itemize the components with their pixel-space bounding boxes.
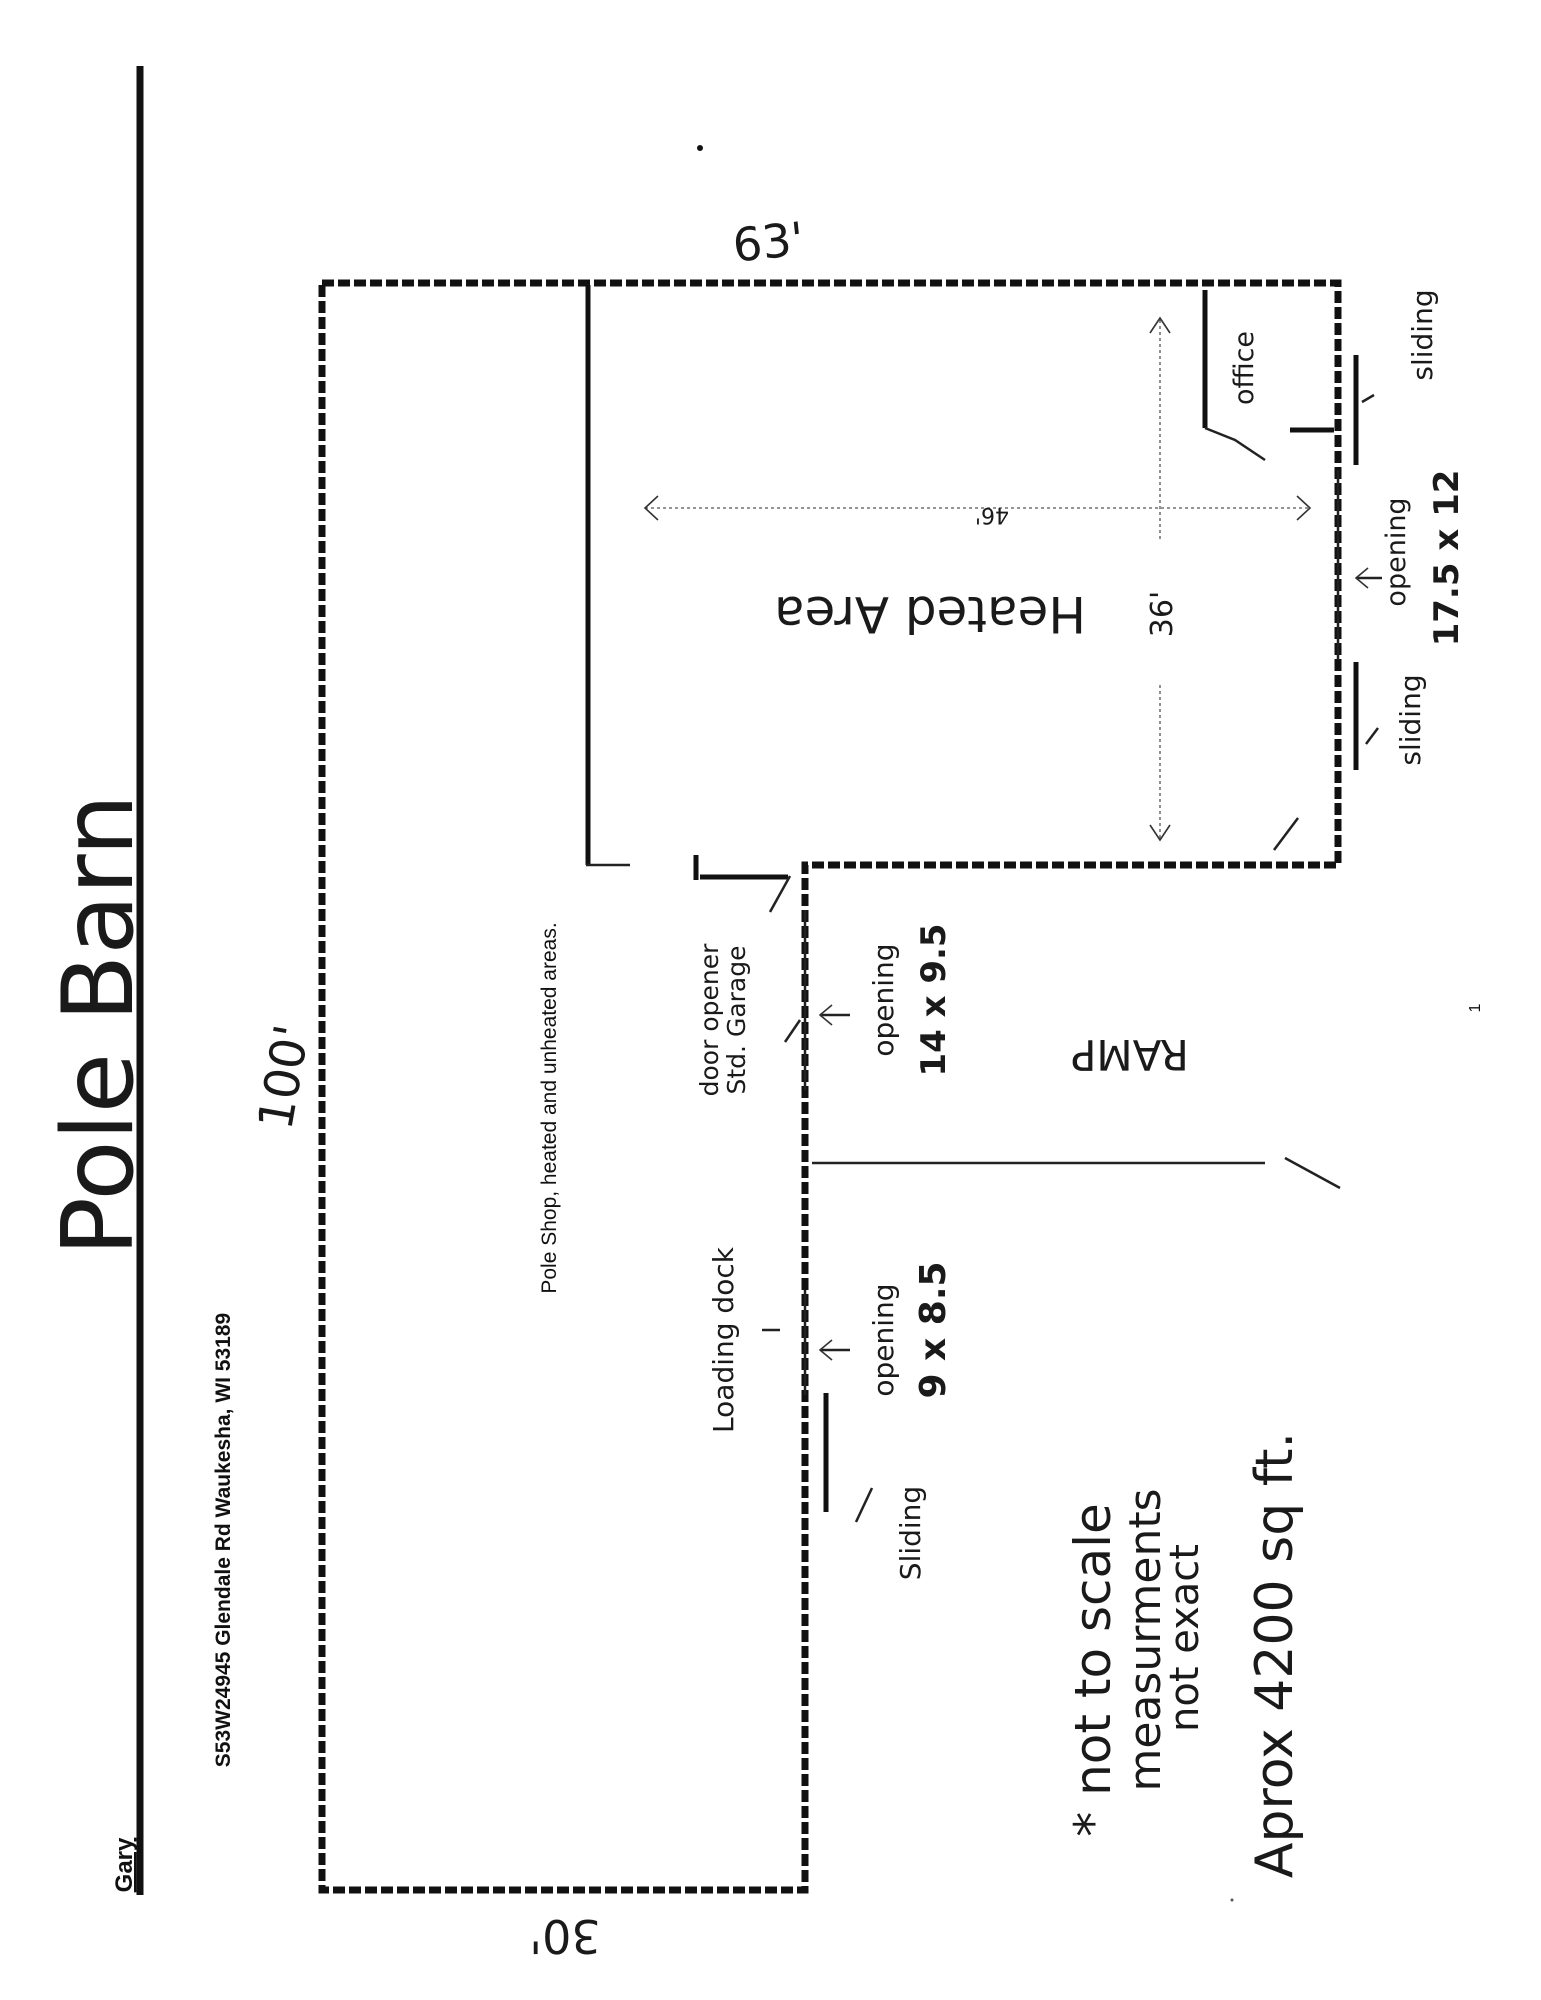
- length-label: 100': [248, 1021, 321, 1134]
- sliding-pointer-bottom: [1365, 727, 1379, 745]
- description: Pole Shop, heated and unheated areas.: [538, 922, 561, 1293]
- building-outline: [318, 279, 1342, 1894]
- ramp-label: RAMP: [1071, 1030, 1189, 1079]
- office-label: office: [1229, 331, 1260, 405]
- dim-arrow-down: [1149, 824, 1171, 842]
- heated-length-label: 46': [975, 502, 1009, 527]
- sliding-label-top: sliding: [1406, 289, 1439, 380]
- dim-arrow-left: [643, 495, 659, 521]
- loading-dock-label: Loading dock: [707, 1246, 740, 1433]
- door-opener-label: door opener: [695, 943, 724, 1096]
- opening-size-dock: 9 x 8.5: [913, 1261, 954, 1398]
- note-not-to-scale: * not to scale: [1064, 1503, 1122, 1837]
- ramp-mark: [1284, 1156, 1341, 1190]
- note-measurements: measurments: [1120, 1488, 1171, 1791]
- heated-corner-mark: [1273, 817, 1299, 851]
- garage-type-label: Std. Garage: [722, 946, 751, 1095]
- width-top-label: 63': [730, 212, 806, 273]
- sliding-label-dock: Sliding: [894, 1486, 927, 1580]
- page-number: 1: [1467, 1003, 1484, 1012]
- note-area: Aprox 4200 sq ft.: [1245, 1432, 1305, 1878]
- sliding-label-bottom: sliding: [1394, 674, 1427, 765]
- opening-arrowhead-garage: [818, 1004, 833, 1026]
- page-title: Pole Barn: [42, 794, 156, 1256]
- opening-size-right: 17.5 x 12: [1427, 470, 1467, 647]
- garage-pointer: [783, 1019, 802, 1043]
- heated-area-label: Heated Area: [774, 585, 1086, 643]
- opening-arrowhead-right: [1354, 567, 1369, 589]
- heated-width-label: 36': [1145, 591, 1180, 637]
- sliding-pointer-top: [1361, 393, 1375, 404]
- address-label: S53W24945 Glendale Rd Waukesha, WI 53189: [212, 1313, 235, 1767]
- opening-label-garage: opening: [867, 943, 900, 1056]
- scan-speck: [1230, 1898, 1234, 1902]
- dim-arrow-right: [1296, 495, 1312, 521]
- dim-arrow-up: [1149, 316, 1171, 334]
- opening-size-garage: 14 x 9.5: [914, 923, 954, 1076]
- office-door: [1204, 426, 1266, 462]
- scan-speck: [697, 145, 703, 151]
- opening-arrowhead-dock: [818, 1339, 833, 1361]
- garage-pointer-top: [768, 875, 792, 913]
- width-bottom-label: 30': [529, 1909, 600, 1963]
- note-not-exact: not exact: [1162, 1544, 1208, 1732]
- sliding-pointer-dock: [854, 1487, 874, 1523]
- name-label: Gary: [111, 1837, 138, 1892]
- opening-label-dock: opening: [867, 1283, 900, 1396]
- opening-label-right: opening: [1381, 497, 1412, 606]
